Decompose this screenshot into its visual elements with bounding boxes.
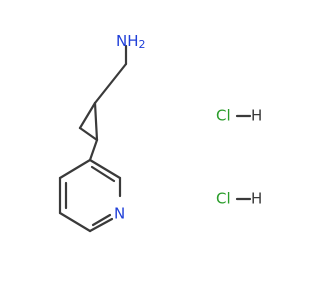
amine-nh: NH xyxy=(116,32,139,50)
bond-pyridine-double-3 xyxy=(90,165,116,183)
bond-pyridine-4 xyxy=(88,217,114,233)
chlorine-label-2: Cl xyxy=(216,190,231,208)
hcl-salt-2: Cl H xyxy=(216,190,262,208)
hydrogen-label-2: H xyxy=(251,190,262,208)
hydrogen-label-1: H xyxy=(251,107,262,125)
bond-pyridine-3 xyxy=(58,211,92,233)
bond-cyclopropane-1 xyxy=(78,101,97,130)
bond-cyclopropane-3 xyxy=(93,101,99,142)
bond-cyclopropane-2 xyxy=(78,126,99,142)
bond-pyridine-double-2 xyxy=(91,213,112,227)
amine-label: NH2 xyxy=(116,32,146,52)
bond-ring-ch2 xyxy=(93,62,128,105)
bond-pyridine-1 xyxy=(58,158,92,180)
amine-subscript: 2 xyxy=(139,38,146,51)
bond-cyclopropane-pyridine xyxy=(88,138,99,162)
structure-diagram: NH2 N Cl H Cl H xyxy=(58,32,262,233)
chlorine-label-1: Cl xyxy=(216,107,231,125)
bond-pyridine-6 xyxy=(88,158,122,180)
hcl-salt-1: Cl H xyxy=(216,107,262,125)
pyridine-nitrogen-label: N xyxy=(114,205,125,223)
